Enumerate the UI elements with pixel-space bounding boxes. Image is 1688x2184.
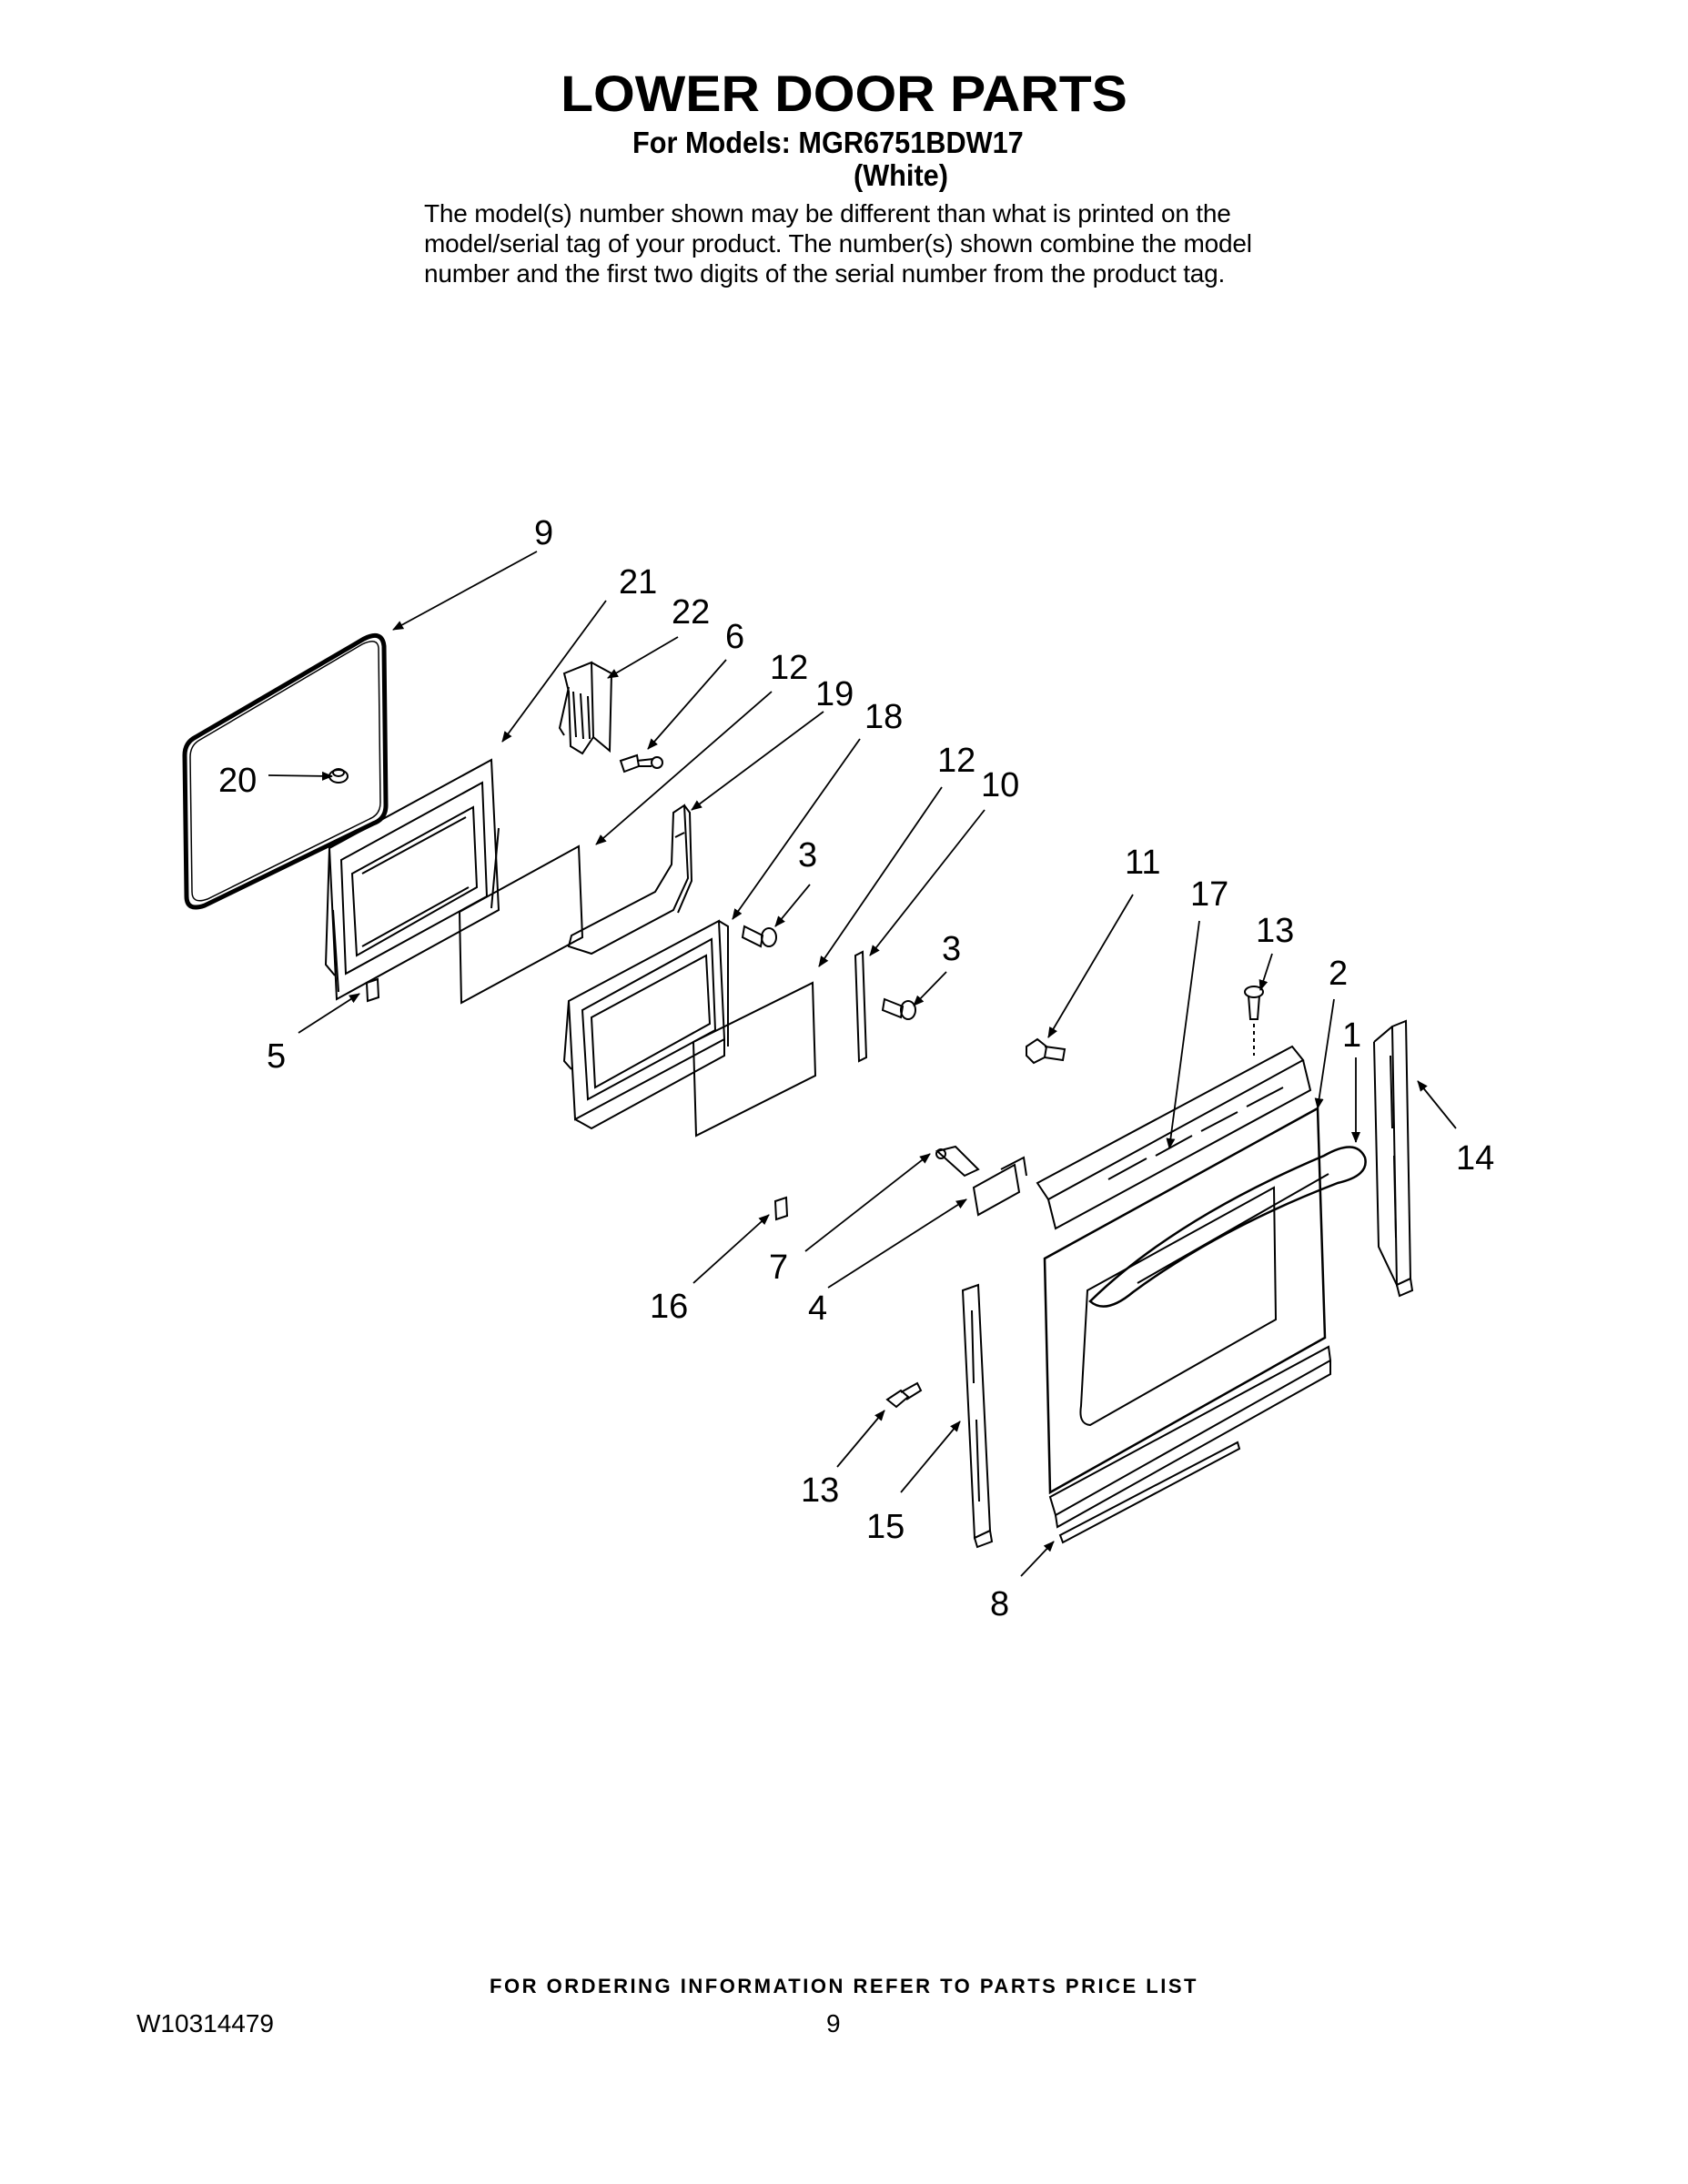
callout-label: 3 [942, 930, 961, 968]
small-bumper-part [365, 977, 380, 1003]
screw-part [1026, 1037, 1066, 1065]
document-number: W10314479 [136, 2009, 275, 2037]
page-title: LOWER DOOR PARTS [561, 65, 1127, 122]
hinge-hanger-part [558, 661, 613, 755]
note-line: number and the first two digits of the s… [424, 259, 1226, 288]
callout-labels: 9 21 22 6 12 19 18 12 10 20 3 3 11 17 13… [218, 514, 1494, 1623]
hinge-pin-part [935, 1145, 980, 1178]
screw-part [1244, 986, 1264, 1020]
callout-label: 12 [937, 742, 975, 780]
inner-door-frame-part [324, 758, 500, 1001]
callout-label: 1 [1342, 1016, 1361, 1055]
callout-label: 12 [770, 649, 808, 687]
page-number: 9 [826, 2009, 841, 2037]
models-line: For Models: MGR6751BDW17 [632, 126, 1024, 159]
screw-part [885, 1381, 923, 1409]
callout-label: 8 [990, 1585, 1009, 1623]
top-vent-channel-part [1036, 1024, 1312, 1230]
callout-label: 13 [1256, 912, 1294, 950]
screw-part [619, 753, 663, 774]
callout-label: 4 [808, 1289, 827, 1328]
leader-lines [268, 551, 1457, 1577]
callout-label: 2 [1329, 955, 1348, 993]
screw-part [881, 997, 916, 1020]
callout-label: 16 [650, 1288, 688, 1326]
bottom-trim-part [1048, 1345, 1332, 1544]
callout-label: 9 [534, 514, 553, 552]
note-line: The model(s) number shown may be differe… [424, 199, 1231, 228]
glass-panel-part [692, 981, 817, 1138]
right-side-trim-part [1373, 1019, 1414, 1298]
note-line: model/serial tag of your product. The nu… [424, 229, 1252, 258]
callout-label: 20 [218, 762, 257, 800]
glass-frame-part [562, 919, 729, 1130]
door-gasket-part [182, 632, 389, 910]
ordering-info-footer: FOR ORDERING INFORMATION REFER TO PARTS … [490, 1975, 1198, 1997]
callout-label: 5 [267, 1037, 286, 1076]
callout-label: 13 [801, 1471, 839, 1510]
door-insulation-part [567, 804, 693, 956]
small-bumper-part [773, 1196, 789, 1221]
callout-label: 22 [672, 593, 710, 632]
callout-label: 6 [725, 618, 744, 656]
callout-label: 11 [1125, 844, 1160, 882]
callout-label: 17 [1190, 875, 1228, 914]
callout-label: 3 [798, 836, 817, 875]
callout-label: 15 [866, 1508, 905, 1546]
model-note: The model(s) number shown may be differe… [424, 198, 1298, 288]
callout-label: 18 [864, 698, 903, 736]
left-side-trim-part [961, 1283, 994, 1549]
callout-label: 10 [981, 766, 1019, 804]
callout-label: 14 [1456, 1139, 1494, 1178]
callout-label: 19 [815, 675, 854, 713]
door-handle-part [1088, 1146, 1367, 1308]
glass-panel-part [458, 844, 584, 1005]
outer-door-panel-part [1043, 1106, 1327, 1495]
screw-part [741, 925, 777, 948]
color-line: (White) [854, 158, 948, 192]
callout-label: 21 [619, 563, 657, 602]
hinge-bracket-part [972, 1156, 1027, 1217]
glass-retainer-strip-part [854, 950, 868, 1063]
callout-label: 7 [769, 1249, 788, 1287]
